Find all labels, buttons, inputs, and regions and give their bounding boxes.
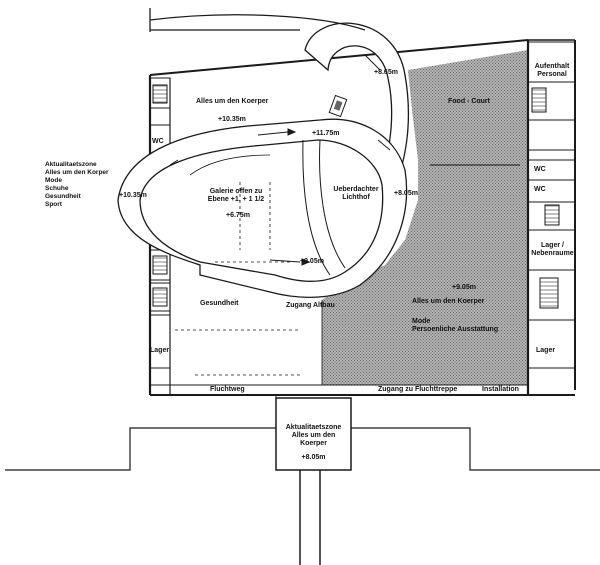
label-elev-905-right: +9.05m [452,284,476,291]
label-elev-675: +6.75m [226,212,250,219]
label-elev-865: +8.65m [374,69,398,76]
direction-arrows [169,54,391,266]
label-lager-right: Lager [536,347,556,354]
label-zugang-altbau: Zugang Altbau [286,302,335,309]
label-elev-1175: +11.75m [312,130,340,137]
label-aktuell-left: Aktualitaetszone Alles um den Korper Mod… [45,161,109,208]
label-wc-left: WC [152,138,164,145]
right-service-column [527,41,576,369]
label-ueberdachter: Ueberdachter Lichthof [333,186,379,201]
label-aktuell-bottom: Aktualitaetszone Alles um den Koerper [285,424,342,447]
label-installation: Installation [482,386,519,393]
gallery-ramp-loop [117,118,408,298]
label-elev-905: +9.05m [300,258,324,265]
label-mode-right: Mode Persoenliche Ausstattung [412,318,499,333]
elevator-icon [328,94,348,118]
label-elev-1035-left: +10.35m [119,192,147,199]
label-gesundheit: Gesundheit [200,300,239,307]
label-lager-neben: Lager / Nebenraume [531,242,574,257]
label-elev-1035-top: +10.35m [218,116,246,123]
label-wc-right-1: WC [534,166,546,173]
dashed-lines [175,182,300,376]
label-lager-left: Lager [150,347,170,354]
label-fluchtweg: Fluchtweg [210,386,245,393]
label-galerie: Galerie offen zu Ebene +1, + 1 1/2 [207,188,265,203]
building-walls [148,39,576,396]
label-aufenthalt: Aufenthalt Personal [534,63,570,78]
label-zugang-flucht: Zugang zu Fluchttreppe [378,386,458,393]
label-alles-oben: Alles um den Koerper [196,98,269,105]
label-alles-right: Alles um den Koerper [412,298,485,305]
bottom-entrance [5,395,600,565]
label-elev-805-bottom: +8.05m [301,454,326,461]
label-elev-805-mid: +8.05m [394,190,418,197]
label-wc-right-2: WC [534,186,546,193]
label-food-court: Food - Court [448,98,490,105]
food-court-hatch [322,50,528,385]
